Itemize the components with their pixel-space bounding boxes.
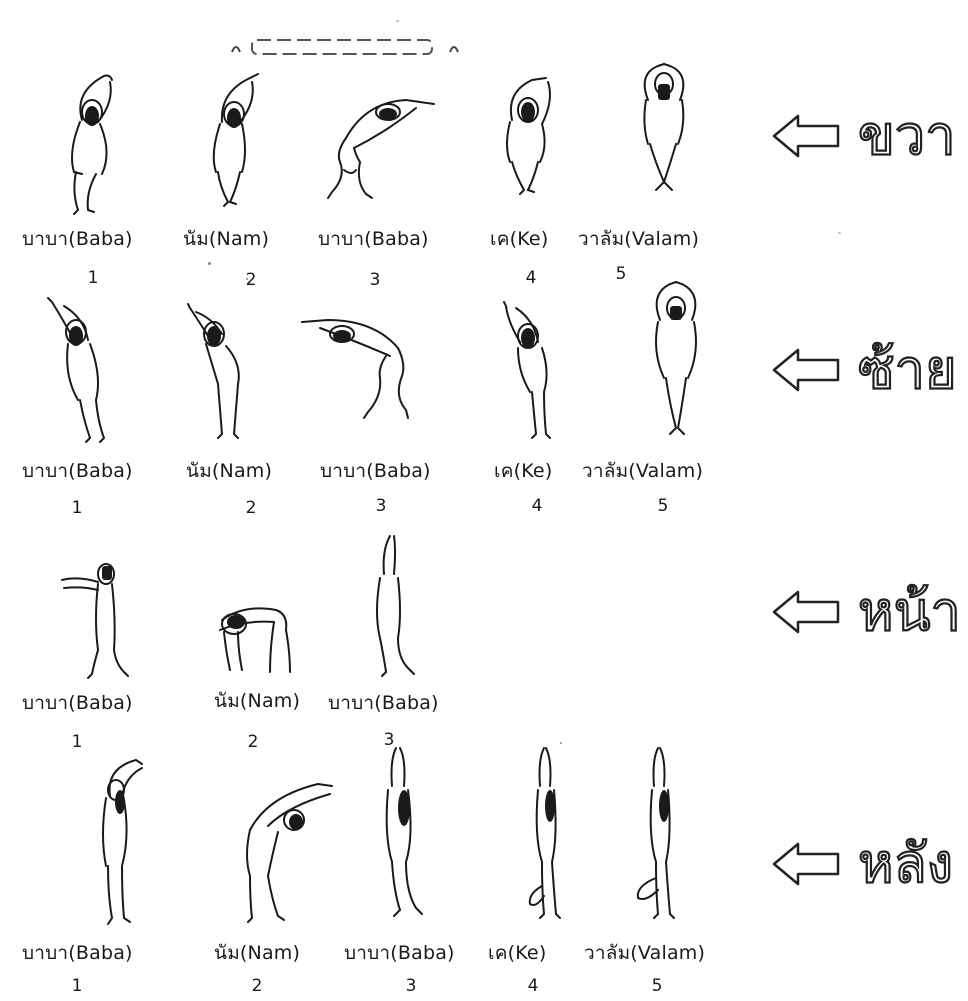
pose-figure-back-1: [96, 756, 156, 928]
pose-number: 1: [62, 732, 92, 752]
pose-number: 2: [236, 498, 266, 518]
pose-number: 5: [642, 976, 672, 996]
direction-back: หลัง: [770, 824, 968, 904]
direction-right: ขวา: [770, 96, 968, 176]
pose-caption: บาบา(Baba): [344, 938, 455, 968]
pose-figure-front-3: [362, 534, 422, 680]
pose-number: 4: [516, 268, 546, 288]
pose-caption: บาบา(Baba): [22, 688, 133, 718]
pose-caption: นัม(Nam): [186, 456, 272, 486]
pose-figure-back-2: [238, 780, 338, 926]
pose-caption: บาบา(Baba): [320, 456, 431, 486]
pose-figure-back-4: [520, 746, 570, 922]
pose-number: 3: [360, 270, 390, 290]
pose-number: 2: [236, 270, 266, 290]
header-scan-remnant: [228, 22, 468, 62]
pose-number: 1: [62, 976, 92, 996]
pose-figure-back-5: [632, 746, 692, 922]
pose-caption: นัม(Nam): [214, 938, 300, 968]
pose-number: 2: [242, 976, 272, 996]
pose-caption: บาบา(Baba): [22, 456, 133, 486]
hollow-left-arrow-icon: [770, 346, 842, 394]
pose-number: 4: [518, 976, 548, 996]
pose-number: 2: [238, 732, 268, 752]
pose-figure-right-3: [326, 92, 446, 207]
direction-left: ซ้าย: [770, 330, 968, 410]
pose-figure-right-1: [52, 72, 132, 217]
pose-number: 3: [396, 976, 426, 996]
pose-figure-right-5: [634, 64, 694, 194]
pose-figure-front-2: [214, 600, 298, 680]
pose-figure-left-5: [646, 282, 706, 438]
pose-number: 1: [62, 498, 92, 518]
pose-number: 1: [78, 268, 108, 288]
pose-figure-back-3: [376, 746, 436, 922]
direction-label: หลัง: [858, 824, 953, 904]
pose-caption: บาบา(Baba): [328, 688, 439, 718]
pose-caption: เค(Ke): [494, 456, 552, 486]
hollow-left-arrow-icon: [770, 588, 842, 636]
hollow-left-arrow-icon: [770, 112, 842, 160]
pose-number: 5: [606, 264, 636, 284]
pose-caption: บาบา(Baba): [22, 938, 133, 968]
pose-caption: นัม(Nam): [214, 686, 300, 716]
pose-caption: เค(Ke): [490, 224, 548, 254]
direction-label: ขวา: [858, 96, 956, 176]
pose-caption: วาลัม(Valam): [582, 456, 703, 486]
pose-caption: เค(Ke): [488, 938, 546, 968]
pose-caption: นัม(Nam): [183, 224, 269, 254]
direction-label: หน้า: [858, 572, 961, 652]
pose-number: 3: [366, 496, 396, 516]
pose-caption: วาลัม(Valam): [578, 224, 699, 254]
pose-number: 4: [522, 496, 552, 516]
pose-figure-right-4: [498, 76, 568, 196]
pose-caption: วาลัม(Valam): [584, 938, 705, 968]
pose-figure-left-1: [44, 296, 124, 446]
hollow-left-arrow-icon: [770, 840, 842, 888]
direction-label: ซ้าย: [858, 330, 957, 410]
direction-front: หน้า: [770, 572, 968, 652]
pose-figure-left-3: [298, 312, 418, 427]
pose-figure-left-2: [182, 304, 262, 444]
pose-figure-left-4: [498, 302, 568, 442]
pose-caption: บาบา(Baba): [318, 224, 429, 254]
pose-caption: บาบา(Baba): [22, 224, 133, 254]
pose-number: 5: [648, 496, 678, 516]
pose-figure-front-1: [58, 560, 138, 680]
pose-figure-right-2: [196, 72, 276, 207]
